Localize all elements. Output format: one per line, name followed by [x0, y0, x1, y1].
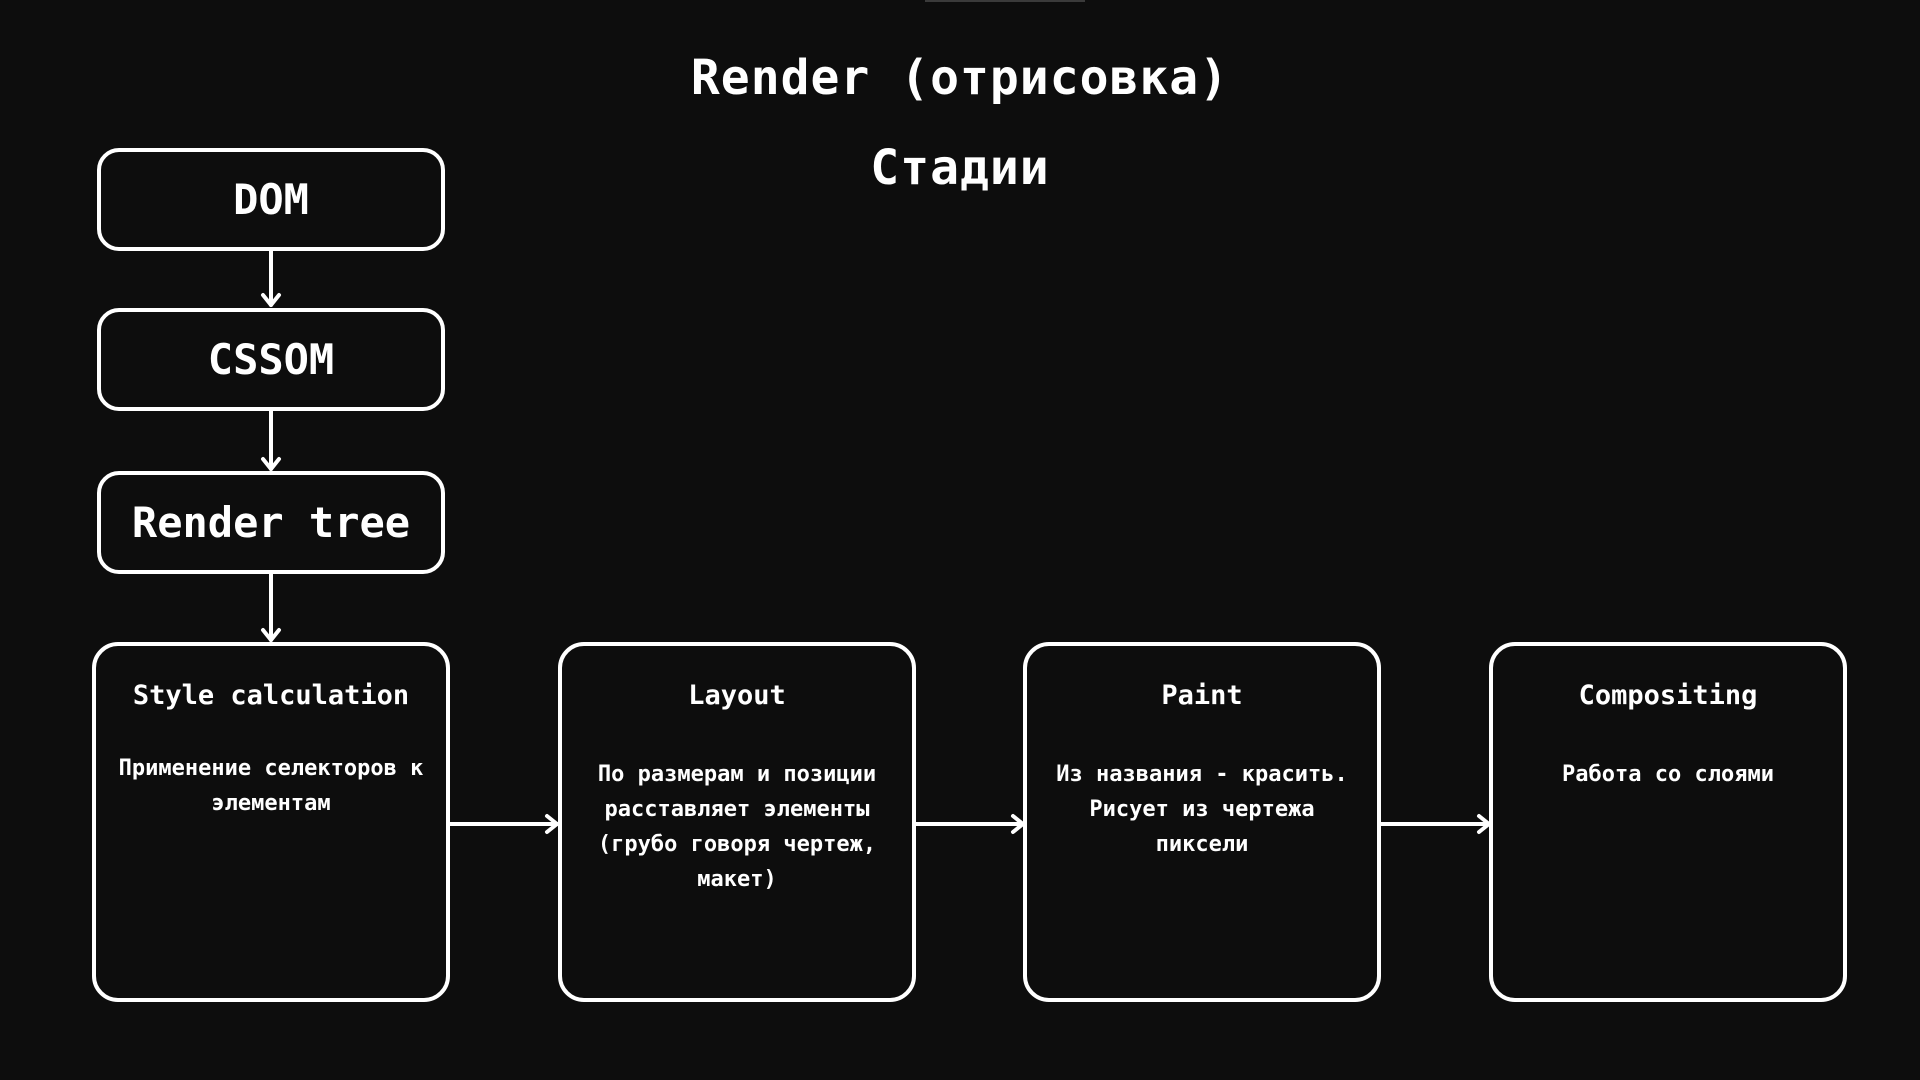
- arrowhead-layout-to-paint: [1011, 814, 1025, 834]
- render-tree-node: Render tree: [97, 471, 445, 574]
- render-tree-node-label: Render tree: [131, 498, 411, 547]
- arrowhead-paint-to-compositing: [1477, 814, 1491, 834]
- stage-compositing-description: Работа со слоями: [1562, 762, 1774, 787]
- arrowhead-dom-to-cssom: [261, 293, 281, 307]
- stage-layout-title: Layout: [688, 680, 786, 711]
- stage-paint: Paint Из названия - красить. Рисует из ч…: [1023, 642, 1381, 1002]
- dom-node: DOM: [97, 148, 445, 251]
- top-edge-bar: [925, 0, 1085, 2]
- page-subtitle: Стадии: [870, 140, 1050, 196]
- stage-compositing: Compositing Работа со слоями: [1489, 642, 1847, 1002]
- stage-style-calculation: Style calculation Применение селекторов …: [92, 642, 450, 1002]
- arrowhead-render-tree-to-style: [261, 628, 281, 642]
- stage-paint-description: Из названия - красить. Рисует из чертежа…: [1056, 762, 1348, 857]
- cssom-node: CSSOM: [97, 308, 445, 411]
- stage-style-calculation-title: Style calculation: [132, 680, 410, 711]
- stage-style-calculation-description: Применение селекторов к элементам: [118, 756, 424, 816]
- cssom-node-label: CSSOM: [207, 335, 335, 384]
- arrowhead-style-to-layout: [545, 814, 559, 834]
- arrowhead-cssom-to-render-tree: [261, 457, 281, 471]
- stage-paint-title: Paint: [1161, 680, 1243, 711]
- dom-node-label: DOM: [233, 175, 309, 224]
- stage-compositing-title: Compositing: [1578, 680, 1758, 711]
- stage-layout-description: По размерам и позиции расставляет элемен…: [597, 762, 877, 892]
- page-title: Render (отрисовка): [690, 50, 1230, 106]
- stage-layout: Layout По размерам и позиции расставляет…: [558, 642, 916, 1002]
